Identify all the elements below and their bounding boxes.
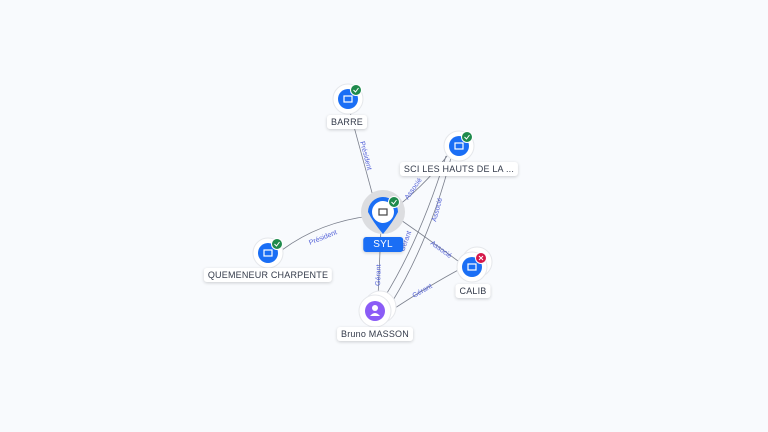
node-calib[interactable]: [456, 246, 493, 283]
node-label-barre[interactable]: BARRE: [326, 115, 368, 129]
edge-syl-sci: [397, 151, 451, 207]
edge-bruno-sci-associe: [391, 153, 453, 303]
check-icon: [271, 238, 283, 250]
edge-label: Associé: [404, 177, 424, 201]
edge-syl-calib: [397, 217, 463, 265]
check-icon: [350, 84, 362, 96]
edge-label: Gérant: [412, 283, 434, 300]
node-label-calib[interactable]: CALIB: [455, 284, 491, 298]
edge-label: Associé: [431, 197, 444, 223]
building-icon: [467, 263, 477, 271]
check-icon: [461, 131, 473, 143]
check-icon: [388, 196, 400, 208]
node-bruno[interactable]: [358, 290, 397, 328]
person-icon: [370, 305, 380, 316]
node-label-syl[interactable]: SYL: [363, 237, 403, 252]
building-icon: [343, 95, 353, 103]
node-label-bruno[interactable]: Bruno MASSON: [337, 327, 413, 341]
edge-label: Associé: [429, 240, 453, 260]
building-icon: [263, 249, 273, 257]
node-sci[interactable]: [443, 130, 475, 162]
edge-quem-syl: [281, 215, 371, 251]
node-label-sci[interactable]: SCI LES HAUTS DE LA ...: [399, 162, 519, 176]
node-label-quemeneur[interactable]: QUEMENEUR CHARPENTE: [203, 268, 333, 282]
node-syl[interactable]: [361, 190, 405, 234]
node-quemeneur[interactable]: [252, 237, 284, 269]
edge-label: Gérant: [375, 264, 383, 286]
node-barre[interactable]: [332, 83, 364, 115]
building-icon: [454, 142, 464, 150]
edge-label: Président: [358, 141, 372, 171]
edge-bruno-calib: [391, 267, 463, 311]
building-icon: [378, 208, 388, 216]
